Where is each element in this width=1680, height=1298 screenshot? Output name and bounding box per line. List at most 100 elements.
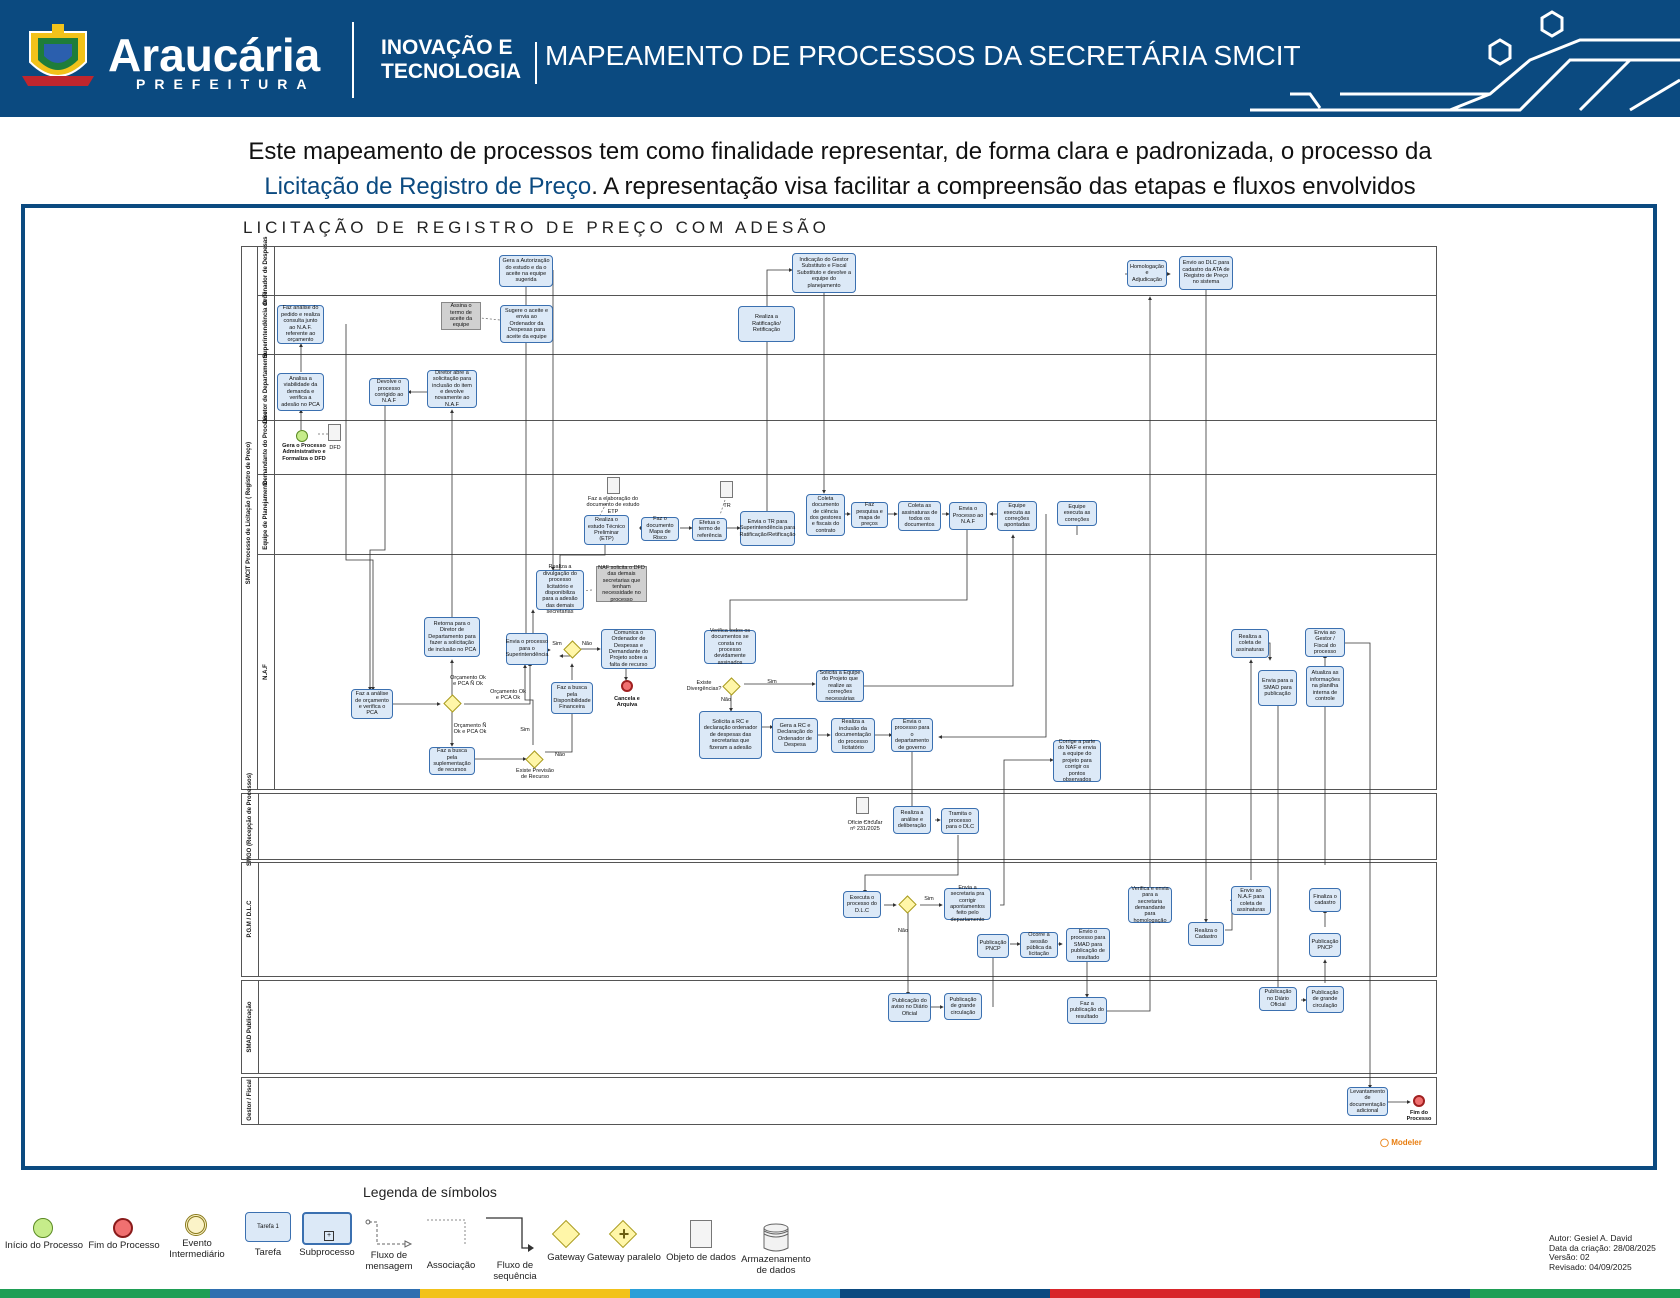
- author-name: Autor: Gesiel A. David: [1549, 1233, 1633, 1243]
- task-tramita-dlc[interactable]: Tramita o processo para o DLC: [941, 808, 979, 834]
- task-envia-smad[interactable]: Envia para a SMAD para publicação: [1258, 670, 1297, 706]
- legend-data-object-icon: [690, 1220, 712, 1248]
- label-nao-3: Não: [720, 697, 732, 703]
- label-sim-4: Sim: [924, 896, 934, 902]
- task-envio-dlc-ata[interactable]: Envio ao DLC para cadastro da ATA de Reg…: [1179, 256, 1233, 290]
- pool-smad-text: SMAD Publicação: [247, 1001, 253, 1053]
- task-envia-gestor[interactable]: Envia ao Gestor / Fiscal do processo: [1305, 628, 1345, 657]
- task-verifica-homologacao[interactable]: Verifica e envia para a secretaria deman…: [1128, 886, 1172, 924]
- task-sugere-aceite[interactable]: Sugere o aceite e envia ao Ordenador da …: [500, 305, 553, 343]
- label-existe-recurso: Existe Previsão de Recurso: [516, 768, 554, 781]
- oficio-document-icon: [856, 797, 869, 814]
- start-event-icon: [296, 430, 308, 442]
- task-analise-orcamento[interactable]: Faz a análise de orçamento e verifica o …: [351, 689, 393, 719]
- task-envia-secretaria-corrigir[interactable]: Envia a secretaria pra corrigir apontame…: [944, 885, 991, 923]
- task-envia-processo-naf[interactable]: Envia o Processo ao N.A.F: [949, 502, 987, 530]
- task-termo-referencia[interactable]: Efetua o termo de referência: [692, 518, 727, 541]
- legend-inicio-label: Início do Processo: [4, 1240, 84, 1251]
- task-levantamento-documentacao[interactable]: Levantamento de documentação adicional: [1347, 1087, 1388, 1116]
- task-publicacao-pncp-1[interactable]: Publicação PNCP: [977, 934, 1009, 958]
- intro-text: Este mapeamento de processos tem como fi…: [0, 134, 1680, 204]
- lane-planejamento-text: Equipe de Planejamento: [263, 480, 269, 550]
- header-divider-2: [535, 42, 537, 84]
- intro-line2: Licitação de Registro de Preço. A repres…: [0, 169, 1680, 204]
- author-version: Versão: 02: [1549, 1252, 1590, 1262]
- end-event-label: Fim do Processo: [1406, 1110, 1432, 1123]
- legend-association-icon: [427, 1219, 466, 1246]
- task-publicacao-grande-circulacao-2[interactable]: Publicação de grande circulação: [1306, 986, 1344, 1013]
- task-envio-naf-assinaturas[interactable]: Envio ao N.A.F para coleta de assinatura…: [1231, 886, 1271, 915]
- task-analisa-viabilidade[interactable]: Analisa a viabilidade da demanda e verif…: [277, 373, 324, 411]
- legend-sequence-flow-icon: [486, 1217, 534, 1252]
- author-revised: Revisado: 04/09/2025: [1549, 1261, 1632, 1272]
- task-indicacao-gestor[interactable]: Indicação do Gestor Substituto e Fiscal …: [792, 253, 856, 293]
- task-analise-deliberacao[interactable]: Realiza a análise e deliberação: [893, 806, 931, 834]
- task-pesquisa-precos[interactable]: Faz pesquisa e mapa de preços: [851, 502, 888, 528]
- legend-subprocesso-label: Subprocesso: [299, 1247, 355, 1258]
- task-retorna-diretor[interactable]: Retorna para o Diretor de Departamento p…: [424, 617, 480, 657]
- task-devolve-processo[interactable]: Devolve o processo corrigido ao N.A.F: [369, 378, 409, 406]
- bar-blue: [210, 1289, 420, 1298]
- bar-green: [0, 1289, 210, 1298]
- task-sessao-publica[interactable]: Ocorre a sessão pública da licitação: [1020, 932, 1058, 958]
- lane-label-demandante: Demandante do Processo: [257, 411, 275, 485]
- legend-gateway-paralelo-label: Gateway paralelo: [587, 1252, 661, 1263]
- task-realiza-cadastro[interactable]: Realiza o Cadastro: [1188, 922, 1224, 946]
- task-publicacao-pncp-2[interactable]: Publicação PNCP: [1309, 933, 1341, 957]
- tr-label: TR: [723, 503, 731, 509]
- author-created: Data da criação: 28/08/2025: [1549, 1242, 1656, 1253]
- bottom-color-bar: [0, 1289, 1680, 1298]
- task-ratificacao[interactable]: Realiza a Ratificação/ Retificação: [738, 306, 795, 342]
- logo-subtitle: PREFEITURA: [136, 76, 316, 92]
- lane-label-planejamento: Equipe de Planejamento: [257, 475, 275, 555]
- lane-diretor: [257, 355, 1437, 421]
- task-coleta-assinaturas-naf[interactable]: Realiza a coleta de assinaturas: [1231, 629, 1269, 658]
- task-disponibilidade-financeira[interactable]: Faz a busca pela Disponibilidade Finance…: [551, 682, 593, 714]
- task-envia-tr[interactable]: Envia o TR para Superintendência para Ra…: [740, 511, 795, 546]
- task-comunica-ordenador[interactable]: Comunica o Ordenador de Despesas e Deman…: [601, 629, 656, 669]
- task-envia-departamento-governo[interactable]: Envia o processo para o departamento de …: [891, 718, 933, 752]
- task-diretor-abre-solicitacao[interactable]: Diretor abre a solicitação para inclusão…: [427, 370, 477, 408]
- header-bar: Araucária PREFEITURA INOVAÇÃO E TECNOLOG…: [0, 0, 1680, 117]
- task-envio-smad-resultado[interactable]: Envio o processo para SMAD para publicaç…: [1066, 928, 1110, 962]
- task-publicacao-aviso-diario[interactable]: Publicação do aviso no Diário Oficial: [888, 993, 931, 1022]
- legend-subprocess-icon: +: [302, 1212, 352, 1245]
- label-nao-1: Não: [581, 641, 593, 647]
- task-publicacao-diario-oficial[interactable]: Publicação no Diário Oficial: [1259, 987, 1297, 1011]
- task-executa-dlc[interactable]: Executa o processo do D.L.C: [843, 891, 881, 918]
- legend-associacao-label: Associação: [426, 1260, 476, 1271]
- task-verifica-documentos[interactable]: Verifica todos os documentos se consta n…: [704, 628, 756, 666]
- task-solicita-rc[interactable]: Solicita a RC e declaração ordenador de …: [699, 711, 762, 759]
- legend-intermediate-icon: [185, 1214, 207, 1236]
- task-coleta-assinaturas[interactable]: Coleta as assinaturas de todos os docume…: [898, 501, 941, 531]
- task-estudo-etp[interactable]: Realiza o estudo Técnico Preliminar (ETP…: [584, 515, 629, 545]
- pool-smgo-text: SMGO (Recepção de Processos): [247, 772, 253, 866]
- task-atualiza-planilha[interactable]: Atualiza as informações na planilha inte…: [1306, 666, 1344, 707]
- legend-end-icon: [113, 1218, 133, 1238]
- main-pool-text: SMCIT Processo de Licitação ( Registro d…: [246, 441, 252, 585]
- legend-gateway-label: Gateway: [547, 1252, 585, 1263]
- task-divulgacao[interactable]: Realiza a divulgação do processo licitat…: [536, 564, 584, 615]
- task-equipe-executa-correcoes[interactable]: Equipe executa as correções: [1057, 501, 1097, 526]
- task-finaliza-cadastro[interactable]: Finaliza o cadastro: [1309, 888, 1341, 912]
- task-suplementacao[interactable]: Faz a busca pela suplementação de recurs…: [429, 747, 475, 775]
- dfd-label: DFD: [329, 445, 341, 451]
- bar-red: [1050, 1289, 1260, 1298]
- task-mapa-risco[interactable]: Faz o documento Mapa de Risco: [641, 516, 679, 541]
- modeler-label: Modeler: [1391, 1138, 1422, 1147]
- lane-demandante: [257, 421, 1437, 475]
- modeler-icon: ◯: [1380, 1138, 1389, 1147]
- task-envia-superintendencia[interactable]: Envia o processo para o Superintendência: [506, 633, 548, 665]
- task-inclusao-documentacao[interactable]: Realiza a inclusão da documentação do pr…: [831, 718, 875, 753]
- task-coleta-ciencia[interactable]: Coleta documento de ciência dos gestores…: [806, 494, 845, 536]
- task-publicacao-resultado[interactable]: Faz a publicação do resultado: [1067, 997, 1107, 1024]
- task-gera-rc[interactable]: Gera a RC e Declaração do Ordenador de D…: [772, 718, 818, 753]
- task-homologacao[interactable]: Homologação e Adjudicação: [1127, 260, 1167, 287]
- task-equipe-executa-correcoes-apontadas[interactable]: Equipe executa as correções apontadas: [997, 501, 1037, 531]
- task-corrige-parte-naf[interactable]: Corrige a parte do NAF e envia a equipe …: [1053, 739, 1101, 783]
- task-solicita-equipe-correcoes[interactable]: Solicita a Equipe do Projeto que realize…: [816, 670, 864, 702]
- task-faz-analise-pedido[interactable]: Faz análise do pedido e realiza consulta…: [277, 305, 324, 344]
- task-gera-autorizacao[interactable]: Gera a Autorização do estudo e da o acei…: [499, 255, 553, 287]
- legend-message-flow-icon: [365, 1219, 413, 1248]
- task-publicacao-grande-circulacao-1[interactable]: Publicação de grande circulação: [944, 993, 982, 1020]
